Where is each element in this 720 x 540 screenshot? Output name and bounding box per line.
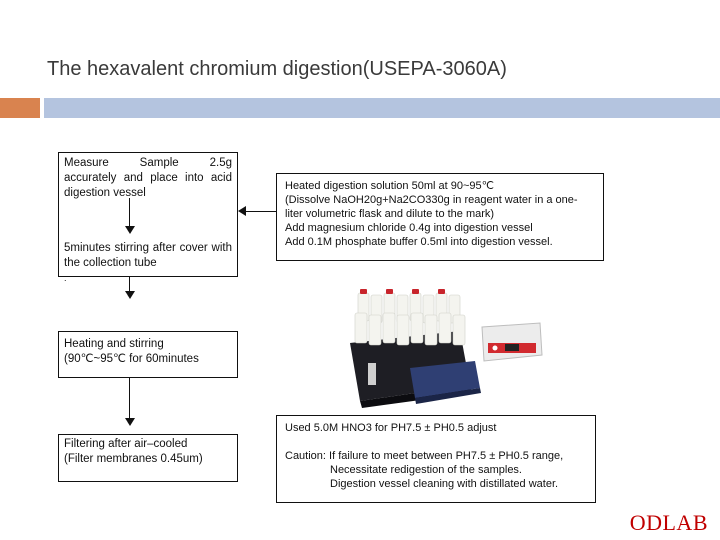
adjust-line3: Necessitate redigestion of the samples.	[330, 464, 522, 476]
step-filter-box: Filtering after air–cooled (Filter membr…	[58, 434, 238, 482]
arrow-measure-to-stir-head	[125, 226, 135, 234]
page-title: The hexavalent chromium digestion(USEPA-…	[47, 58, 507, 80]
arrow-heat-to-filter-line	[129, 378, 130, 420]
arrow-heat-to-filter-head	[125, 418, 135, 426]
solution-line5: Add 0.1M phosphate buffer 0.5ml into dig…	[285, 236, 553, 248]
adjust-line4: Digestion vessel cleaning with distillat…	[330, 478, 559, 490]
adjust-line2: Caution: If failure to meet between PH7.…	[285, 450, 564, 462]
arrow-stir-to-heat-head	[125, 291, 135, 299]
title-divider-bar	[44, 98, 720, 118]
step-heat-line1: Heating and stirring	[64, 338, 164, 350]
solution-line3: liter volumetric flask and dilute to the…	[285, 208, 495, 220]
solution-box: Heated digestion solution 50ml at 90~95℃…	[276, 173, 604, 261]
step-heat-box: Heating and stirring (90℃~95℃ for 60minu…	[58, 331, 238, 378]
solution-line4: Add magnesium chloride 0.4g into digesti…	[285, 222, 533, 234]
odlab-logo: ODLAB	[629, 510, 708, 535]
step-filter-line1: Filtering after air–cooled	[64, 438, 188, 450]
solution-line2: (Dissolve NaOH20g+Na2CO330g in reagent w…	[285, 194, 578, 206]
title-accent-bar	[0, 98, 40, 118]
adjust-box: Used 5.0M HNO3 for PH7.5 ± PH0.5 adjust …	[276, 415, 596, 503]
step-heat-line2: (90℃~95℃ for 60minutes	[64, 353, 199, 365]
arrow-solution-to-vessel-head	[238, 206, 246, 216]
digestion-equipment-image	[350, 289, 543, 408]
step-filter-line2: (Filter membranes 0.45um)	[64, 453, 203, 465]
arrow-solution-to-vessel-line	[240, 211, 276, 212]
arrow-stir-to-heat-line	[129, 277, 130, 293]
adjust-line1: Used 5.0M HNO3 for PH7.5 ± PH0.5 adjust	[285, 422, 497, 434]
step-measure-box: Measure Sample 2.5g accurately and place…	[58, 152, 238, 283]
step-stir-dot: .	[64, 273, 67, 283]
step-stir-text: 5minutes stirring after cover with the c…	[64, 242, 232, 269]
solution-line1: Heated digestion solution 50ml at 90~95℃	[285, 180, 494, 192]
arrow-measure-to-stir-line	[129, 198, 130, 228]
step-measure-text: Measure Sample 2.5g accurately and place…	[64, 157, 232, 199]
